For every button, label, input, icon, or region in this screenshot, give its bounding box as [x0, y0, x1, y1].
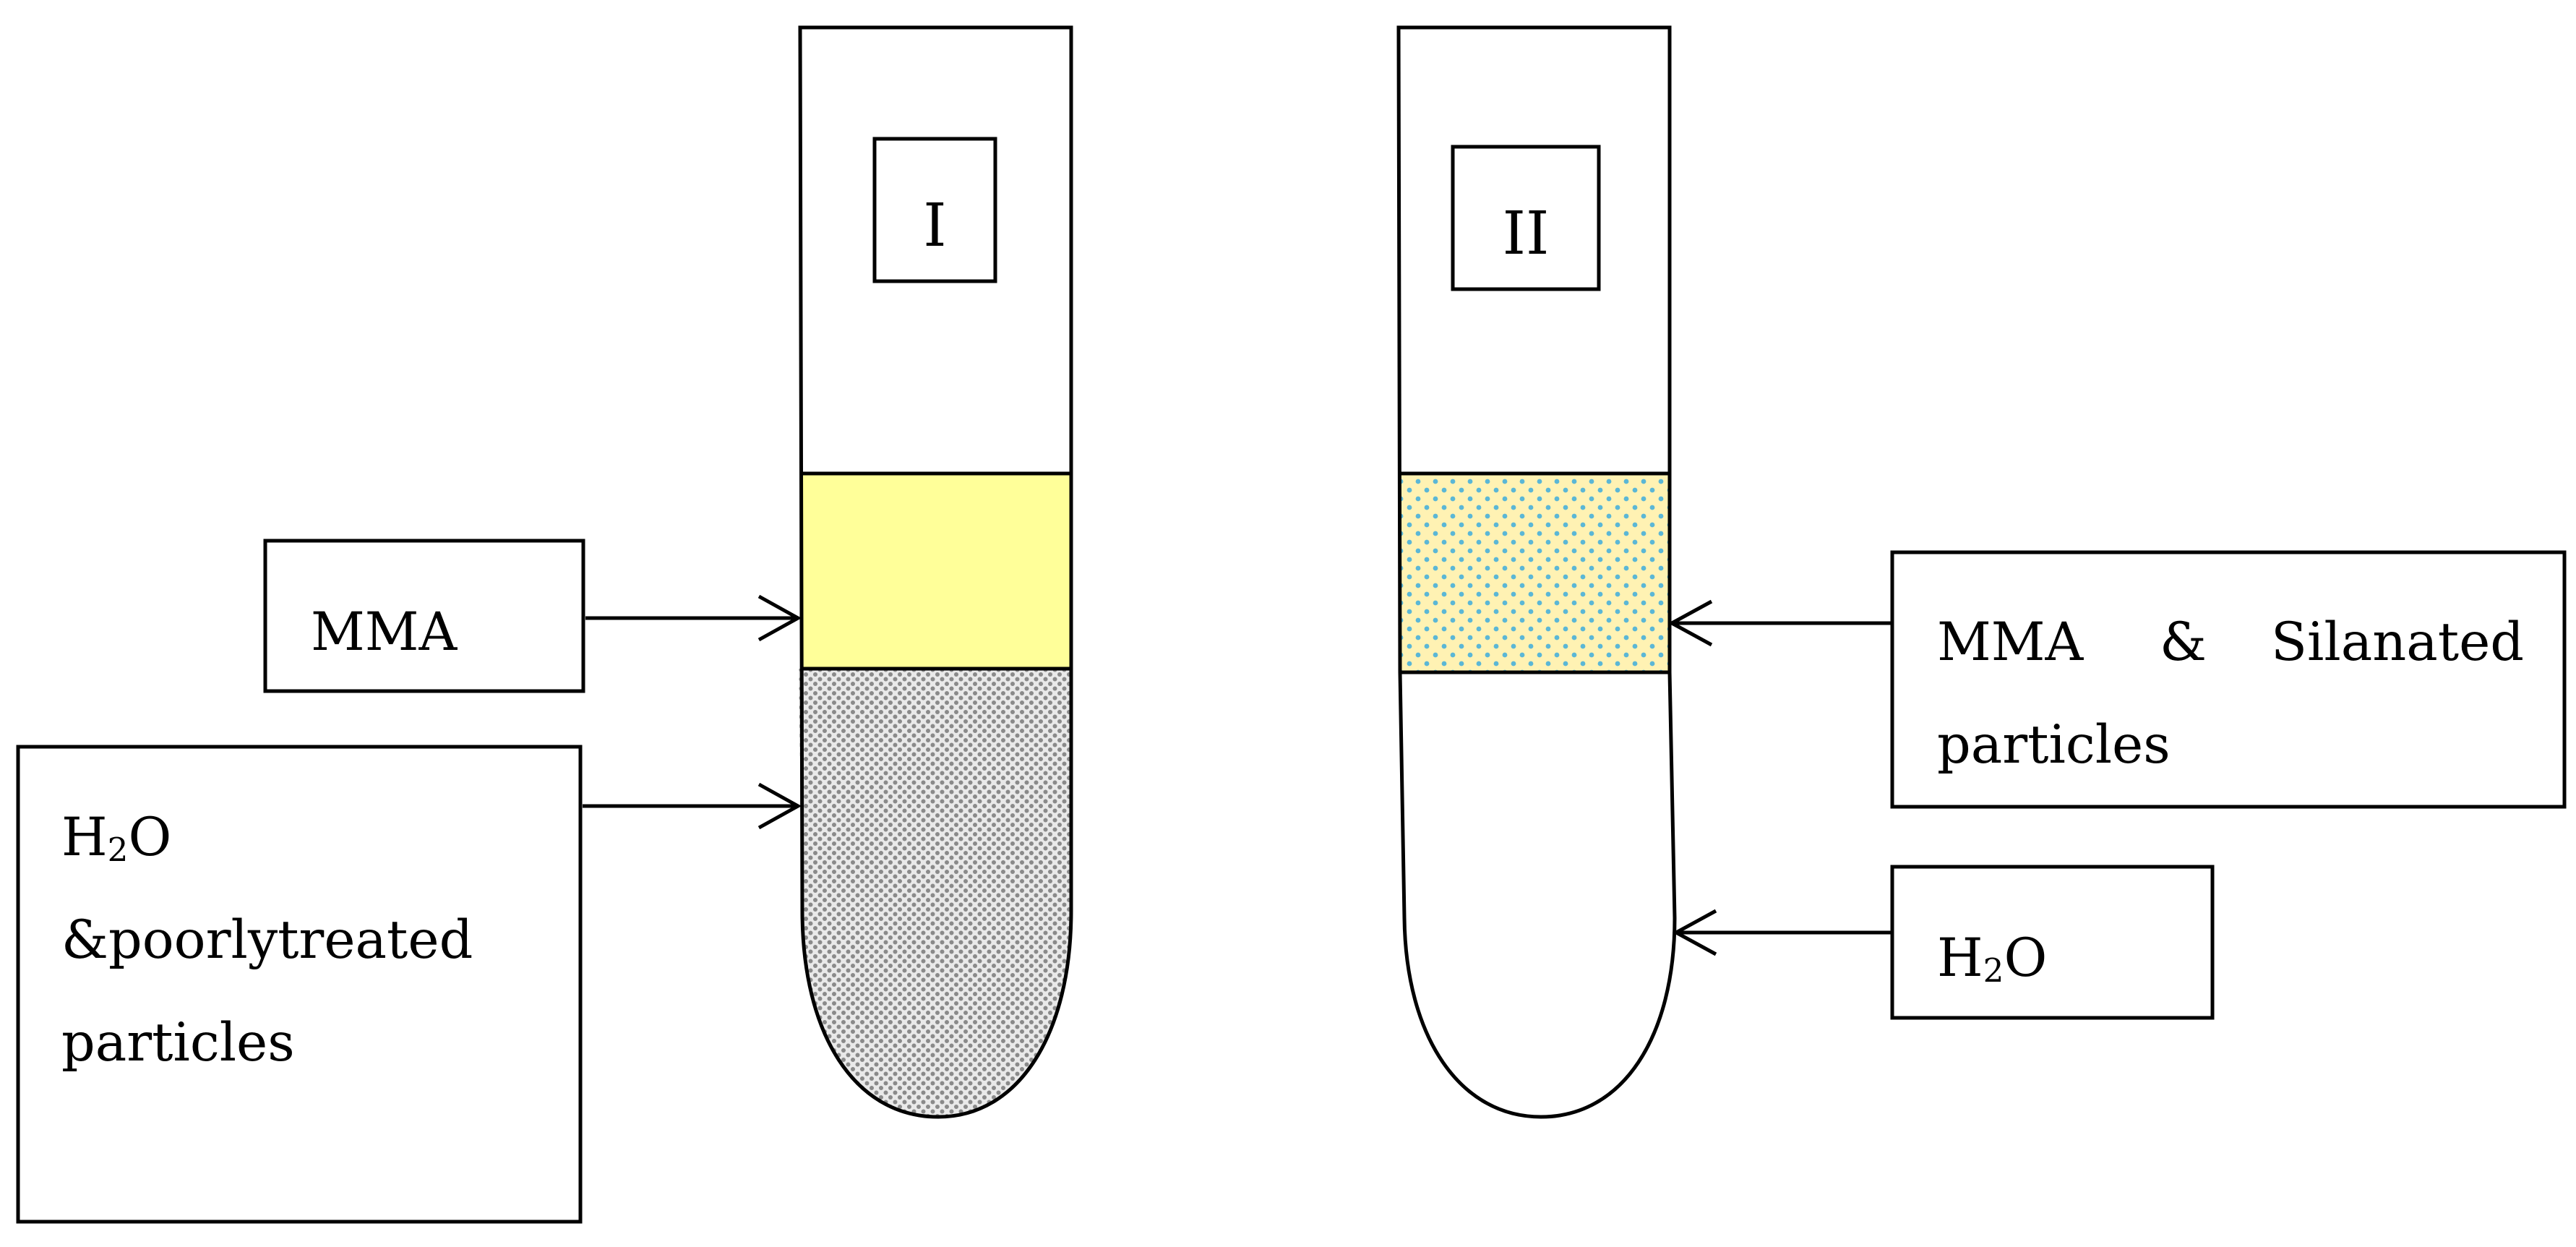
water-particles-label-line2: &poorlytreated	[61, 909, 473, 971]
tube-2-outline	[1396, 25, 1677, 1119]
arrow-water-particles	[583, 782, 802, 830]
mma-silanated-word-silanated: Silanated	[2271, 612, 2525, 673]
water-particles-label-line1: H2O	[61, 807, 172, 870]
water-label: H2O	[1937, 927, 2048, 990]
water-particles-label-box	[16, 745, 583, 1224]
tube-2-numeral: II	[1502, 200, 1550, 268]
tube-2	[1396, 25, 1677, 1119]
tube-1-outline	[798, 25, 1073, 1119]
mma-silanated-label-box	[1890, 550, 2567, 809]
tube-2-upper-layer	[1399, 473, 1670, 672]
tube-1-numeral: I	[923, 192, 947, 260]
water-particles-label-line3: particles	[61, 1012, 295, 1074]
mma-label: MMA	[311, 601, 458, 663]
arrow-water	[1672, 909, 1891, 956]
mma-label-box	[263, 539, 585, 693]
tube-1-upper-layer	[800, 473, 1071, 669]
mma-silanated-word-mma: MMA	[1937, 612, 2084, 673]
tube-1-lower-layer	[799, 669, 1071, 1117]
arrow-mma-silanated	[1667, 599, 1891, 647]
mma-silanated-word-and: &	[2160, 612, 2207, 673]
water-label-box	[1890, 865, 2215, 1020]
arrow-mma	[585, 594, 802, 642]
tube-1	[798, 25, 1073, 1119]
tube-1-numeral-box	[872, 137, 997, 283]
mma-silanated-label-line2: particles	[1937, 714, 2171, 776]
tube-2-numeral-box	[1451, 145, 1601, 291]
